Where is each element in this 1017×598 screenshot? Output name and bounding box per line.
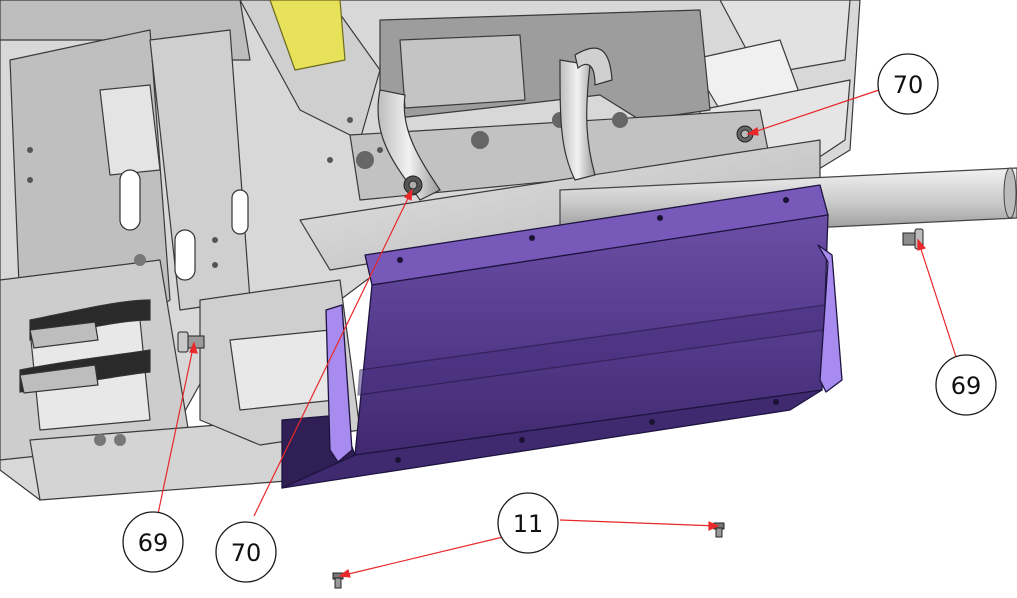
- callout-label: 70: [893, 71, 924, 99]
- callout-70-top-right: 70: [877, 53, 939, 115]
- hoses: [19, 47, 613, 394]
- panel-holes: [395, 197, 789, 463]
- callout-label: 69: [951, 372, 982, 400]
- callout-label: 69: [138, 529, 169, 557]
- bolt-69-left: [177, 331, 205, 353]
- fasteners: [177, 125, 924, 589]
- callout-label: 70: [231, 539, 262, 567]
- guard-panel: [281, 184, 843, 489]
- leader-lines: [157, 89, 958, 578]
- callout-label: 11: [513, 510, 544, 538]
- callout-69-right: 69: [935, 354, 997, 416]
- plate-slots: [119, 169, 249, 281]
- callout-11-bottom: 11: [497, 492, 559, 554]
- callout-69-left: 69: [122, 511, 184, 573]
- nut-70-center: [403, 175, 423, 195]
- callout-70-bottom: 70: [215, 521, 277, 583]
